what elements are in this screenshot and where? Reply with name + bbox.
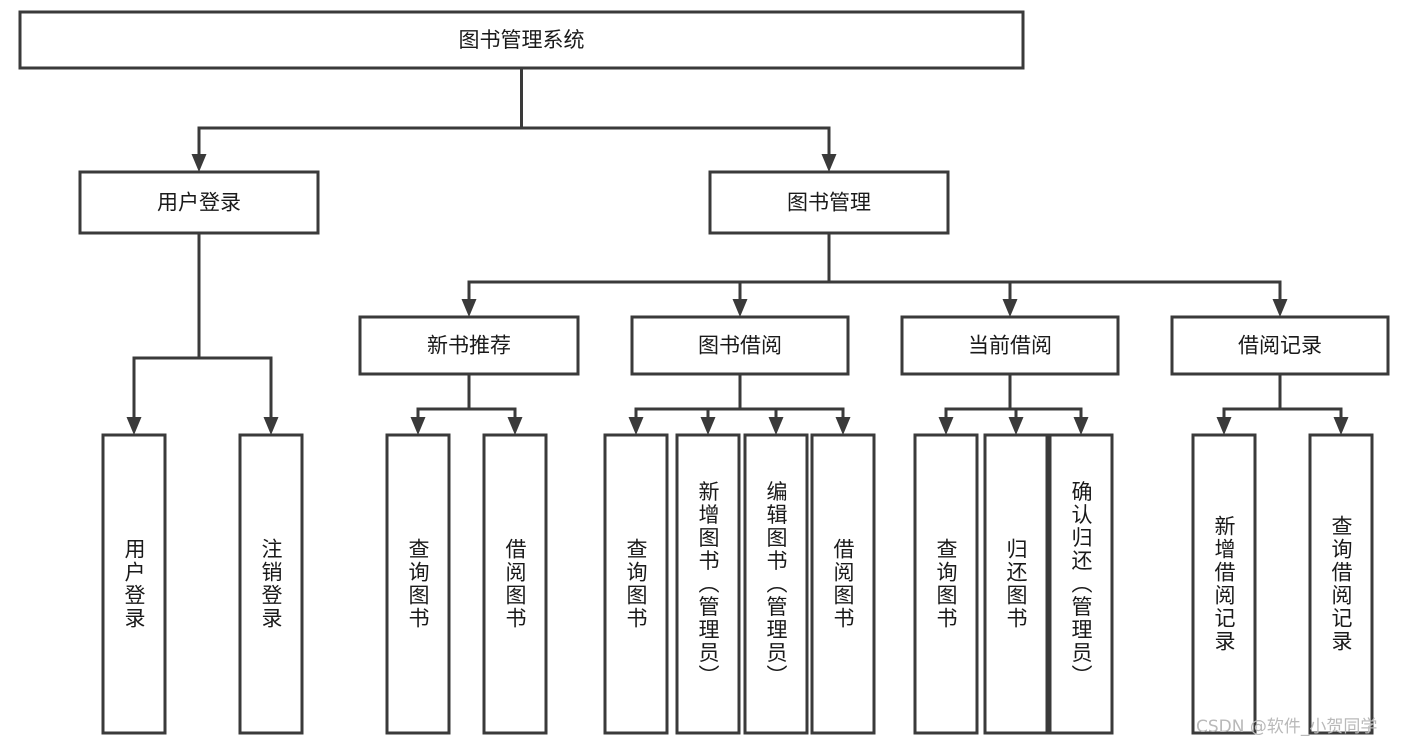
edge-group-borrow-record <box>1216 372 1349 435</box>
node-box-leaf-borrow-book-2 <box>810 433 876 735</box>
node-user-login[interactable]: 用户登录 <box>78 170 320 235</box>
node-leaf-add-record[interactable]: 新增借阅记录 <box>1191 433 1257 735</box>
node-book-borrow[interactable]: 图书借阅 <box>630 315 850 376</box>
node-label-new-book-rec: 新书推荐 <box>427 334 511 358</box>
edge-group-book-borrow <box>628 372 851 435</box>
node-box-leaf-logout <box>238 433 304 735</box>
node-label-borrow-record: 借阅记录 <box>1238 334 1322 358</box>
node-box-leaf-query-book-1 <box>385 433 451 735</box>
nodes-layer: 图书管理系统用户登录图书管理新书推荐图书借阅当前借阅借阅记录用户登录注销登录查询… <box>18 10 1390 735</box>
node-box-leaf-add-book <box>675 433 741 735</box>
edge-group-new-book-rec <box>410 372 523 435</box>
node-box-leaf-query-book-3 <box>913 433 979 735</box>
node-box-root <box>18 10 1025 70</box>
node-box-book-manage <box>708 170 950 235</box>
node-leaf-borrow-book-1[interactable]: 借阅图书 <box>482 433 548 735</box>
node-leaf-query-book-2[interactable]: 查询图书 <box>603 433 669 735</box>
node-box-borrow-record <box>1170 315 1390 376</box>
node-leaf-return-book[interactable]: 归还图书 <box>983 433 1049 735</box>
node-label-leaf-edit-book: 编辑图书（管理员） <box>764 481 788 688</box>
node-box-current-borrow <box>900 315 1120 376</box>
node-box-leaf-add-record <box>1191 433 1257 735</box>
node-current-borrow[interactable]: 当前借阅 <box>900 315 1120 376</box>
node-label-leaf-add-record: 新增借阅记录 <box>1212 515 1236 653</box>
node-label-leaf-borrow-book-2: 借阅图书 <box>831 538 855 630</box>
node-label-leaf-confirm-return: 确认归还（管理员） <box>1069 481 1093 688</box>
node-label-leaf-return-book: 归还图书 <box>1004 538 1028 630</box>
node-leaf-user-login[interactable]: 用户登录 <box>101 433 167 735</box>
edge-group-root <box>191 66 837 172</box>
csdn-watermark: CSDN @软件_小贺同学 <box>1196 717 1377 737</box>
node-box-book-borrow <box>630 315 850 376</box>
edge-group-current-borrow <box>938 372 1089 435</box>
node-label-book-borrow: 图书借阅 <box>698 334 782 358</box>
node-label-user-login: 用户登录 <box>157 191 241 215</box>
node-leaf-query-record[interactable]: 查询借阅记录 <box>1308 433 1374 735</box>
node-label-book-manage: 图书管理 <box>787 191 871 215</box>
node-leaf-query-book-1[interactable]: 查询图书 <box>385 433 451 735</box>
node-box-leaf-edit-book <box>743 433 809 735</box>
node-leaf-confirm-return[interactable]: 确认归还（管理员） <box>1048 433 1114 735</box>
node-label-leaf-query-book-3: 查询图书 <box>934 538 958 630</box>
node-box-leaf-confirm-return <box>1048 433 1114 735</box>
edge-group-book-manage <box>461 231 1288 317</box>
node-book-manage[interactable]: 图书管理 <box>708 170 950 235</box>
node-leaf-add-book[interactable]: 新增图书（管理员） <box>675 433 741 735</box>
node-label-leaf-query-book-2: 查询图书 <box>624 538 648 630</box>
node-label-current-borrow: 当前借阅 <box>968 334 1052 358</box>
node-borrow-record[interactable]: 借阅记录 <box>1170 315 1390 376</box>
node-label-leaf-add-book: 新增图书（管理员） <box>696 481 720 688</box>
node-root[interactable]: 图书管理系统 <box>18 10 1025 70</box>
edges-layer <box>126 66 1349 435</box>
node-label-leaf-query-book-1: 查询图书 <box>406 538 430 630</box>
node-label-leaf-query-record: 查询借阅记录 <box>1329 515 1353 653</box>
node-label-leaf-user-login: 用户登录 <box>122 538 146 630</box>
node-box-leaf-borrow-book-1 <box>482 433 548 735</box>
node-box-new-book-rec <box>358 315 580 376</box>
node-box-leaf-user-login <box>101 433 167 735</box>
node-box-leaf-return-book <box>983 433 1049 735</box>
edge-group-user-login <box>126 231 279 435</box>
node-box-leaf-query-book-2 <box>603 433 669 735</box>
node-label-leaf-borrow-book-1: 借阅图书 <box>503 538 527 630</box>
node-leaf-query-book-3[interactable]: 查询图书 <box>913 433 979 735</box>
node-new-book-rec[interactable]: 新书推荐 <box>358 315 580 376</box>
node-label-root: 图书管理系统 <box>459 28 585 52</box>
node-box-leaf-query-record <box>1308 433 1374 735</box>
node-box-user-login <box>78 170 320 235</box>
node-label-leaf-logout: 注销登录 <box>259 538 283 630</box>
node-leaf-logout[interactable]: 注销登录 <box>238 433 304 735</box>
node-leaf-borrow-book-2[interactable]: 借阅图书 <box>810 433 876 735</box>
node-leaf-edit-book[interactable]: 编辑图书（管理员） <box>743 433 809 735</box>
